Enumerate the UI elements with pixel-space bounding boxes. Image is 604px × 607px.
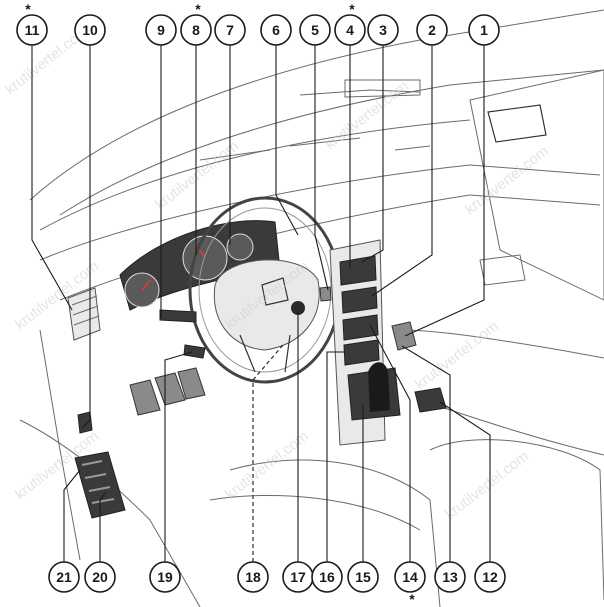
callout-circle (468, 14, 500, 46)
leader-6 (275, 45, 299, 236)
callout-circle (48, 561, 80, 593)
callout-13: 13 (442, 569, 458, 585)
callout-18: 18 (245, 569, 261, 585)
callout-1: 1 (480, 22, 488, 38)
callout-10: 10 (82, 22, 98, 38)
leader-11 (31, 45, 73, 311)
callout-14: 14 (402, 569, 418, 585)
callout-12: 12 (482, 569, 498, 585)
callout-circle (180, 14, 212, 46)
asterisk-mark: * (409, 591, 415, 607)
callout-16: 16 (319, 569, 335, 585)
watermark-text: krutilvertel.com (442, 448, 532, 523)
asterisk-mark: * (25, 1, 31, 17)
callout-19: 19 (157, 569, 173, 585)
watermark-text: krutilvertel.com (412, 318, 502, 393)
callout-15: 15 (355, 569, 371, 585)
callout-circle (416, 14, 448, 46)
callout-20: 20 (92, 569, 108, 585)
callout-2: 2 (428, 22, 436, 38)
leader-3 (361, 45, 384, 263)
callouts-top: * 11 10 9 * 8 7 6 5 * 4 3 2 1 (16, 1, 500, 46)
callout-7: 7 (226, 22, 234, 38)
callout-6: 6 (272, 22, 280, 38)
leader-10 (81, 45, 91, 429)
asterisk-mark: * (195, 1, 201, 17)
callout-circle (84, 561, 116, 593)
callout-circle (237, 561, 269, 593)
callout-4: 4 (346, 22, 354, 38)
leader-19 (164, 351, 193, 562)
leader-lines (31, 45, 491, 562)
callout-17: 17 (290, 569, 306, 585)
callout-circle (74, 14, 106, 46)
callout-circle (299, 14, 331, 46)
callout-circle (434, 561, 466, 593)
car-interior-drawing (19, 9, 604, 607)
watermark-text: krutilvertel.com (322, 78, 412, 153)
callout-circle (367, 14, 399, 46)
callout-3: 3 (379, 22, 387, 38)
callout-11: 11 (25, 22, 40, 38)
leader-18 (252, 344, 284, 562)
leader-13 (401, 345, 451, 562)
callout-5: 5 (311, 22, 319, 38)
leader-20 (99, 491, 107, 562)
callout-circle (16, 14, 48, 46)
leader-12 (439, 401, 491, 562)
asterisk-mark: * (349, 1, 355, 17)
callout-circle (311, 561, 343, 593)
callout-circle (347, 561, 379, 593)
callout-circle (214, 14, 246, 46)
leader-1 (404, 45, 485, 337)
watermark-text: krutilvertel.com (462, 143, 552, 218)
callout-circle (474, 561, 506, 593)
leader-5 (314, 45, 329, 291)
leader-21 (63, 469, 81, 562)
callout-circle (260, 14, 292, 46)
callout-circle (149, 561, 181, 593)
callout-circle (334, 14, 366, 46)
callout-21: 21 (56, 569, 72, 585)
leader-14 (369, 324, 411, 562)
callout-8: 8 (192, 22, 200, 38)
callout-9: 9 (157, 22, 165, 38)
leader-16 (326, 351, 345, 562)
callout-circle (145, 14, 177, 46)
leader-2 (371, 45, 433, 297)
callout-circle (394, 561, 426, 593)
callouts-bottom: 21 20 19 18 17 16 15 14 * 13 12 (48, 561, 506, 607)
